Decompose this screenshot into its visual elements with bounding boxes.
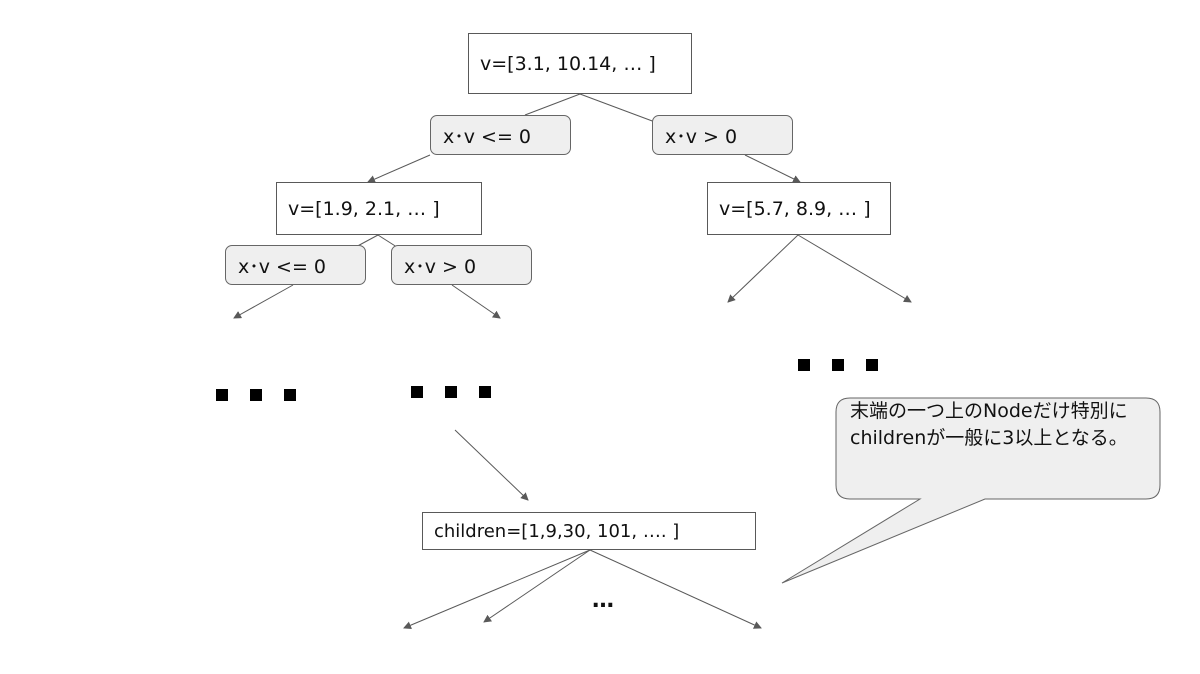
dot — [216, 389, 228, 401]
cond-left-right: x･v > 0 — [391, 245, 532, 285]
dot — [798, 359, 810, 371]
left-node: v=[1.9, 2.1, … ] — [276, 182, 482, 235]
edge-right-node-down-right — [797, 234, 912, 303]
root-node-label: v=[3.1, 10.14, … ] — [480, 52, 656, 75]
edge-cond-right-to-right-node — [744, 154, 801, 183]
continuation-dots-left — [216, 389, 296, 401]
callout-text: 末端の一つ上のNodeだけ特別にchildrenが一般に3以上となる。 — [850, 400, 1128, 449]
cond-root-left: x･v <= 0 — [430, 115, 571, 155]
edge-root-to-cond-right — [579, 93, 656, 123]
right-node-label: v=[5.7, 8.9, … ] — [719, 197, 871, 220]
leaf-parent-node-label: children=[1,9,30, 101, …. ] — [434, 520, 680, 542]
left-node-label: v=[1.9, 2.1, … ] — [288, 197, 440, 220]
dot — [284, 389, 296, 401]
edge-cond-ll-down — [233, 284, 294, 319]
edge-leaf-child-1 — [403, 549, 591, 629]
root-node: v=[3.1, 10.14, … ] — [468, 33, 692, 94]
dot — [411, 386, 423, 398]
cond-left-left: x･v <= 0 — [225, 245, 366, 285]
leaf-children-ellipsis: … — [592, 588, 615, 613]
dot — [866, 359, 878, 371]
edge-root-to-cond-left — [524, 93, 581, 116]
edge-leaf-child-3 — [589, 549, 762, 629]
edge-cond-left-to-left-node — [367, 154, 431, 183]
dot — [250, 389, 262, 401]
cond-root-right-label: x･v > 0 — [665, 125, 738, 148]
dot — [445, 386, 457, 398]
cond-left-left-label: x･v <= 0 — [238, 255, 326, 278]
edge-right-node-down-left — [727, 234, 799, 303]
continuation-dots-middle — [411, 386, 491, 398]
continuation-dots-right — [798, 359, 878, 371]
edge-leaf-child-2 — [483, 549, 591, 623]
callout-bubble — [781, 397, 1161, 584]
edge-cond-lr-down — [451, 284, 501, 319]
dot — [479, 386, 491, 398]
leaf-parent-node: children=[1,9,30, 101, …. ] — [422, 512, 756, 550]
cond-root-right: x･v > 0 — [652, 115, 793, 155]
cond-left-right-label: x･v > 0 — [404, 255, 477, 278]
cond-root-left-label: x･v <= 0 — [443, 125, 531, 148]
edge-to-leaf-node — [454, 429, 529, 501]
dot — [832, 359, 844, 371]
right-node: v=[5.7, 8.9, … ] — [707, 182, 891, 235]
